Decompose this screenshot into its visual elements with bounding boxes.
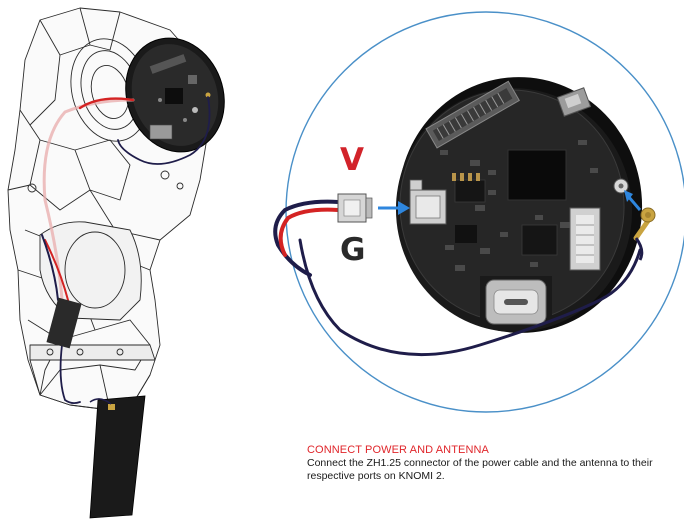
ground-label: G	[340, 232, 366, 268]
usb-c-port	[480, 276, 552, 326]
caption: CONNECT POWER AND ANTENNA Connect the ZH…	[307, 444, 682, 482]
connector-block	[46, 297, 82, 349]
antenna-arrow	[626, 195, 642, 211]
fpc-connector	[425, 80, 520, 149]
right-side-connector	[569, 207, 601, 271]
main-pcb	[395, 77, 643, 333]
caption-text: Connect the ZH1.25 connector of the powe…	[307, 457, 653, 482]
caption-title: CONNECT POWER AND ANTENNA	[307, 444, 489, 456]
power-cable	[273, 199, 642, 357]
cable-plug	[337, 193, 373, 223]
antenna-strip	[89, 395, 146, 519]
arrows	[378, 190, 642, 215]
small-board	[125, 37, 225, 153]
board-power-port	[409, 179, 447, 225]
antenna-connector	[633, 207, 656, 261]
voltage-label: V	[340, 142, 364, 178]
